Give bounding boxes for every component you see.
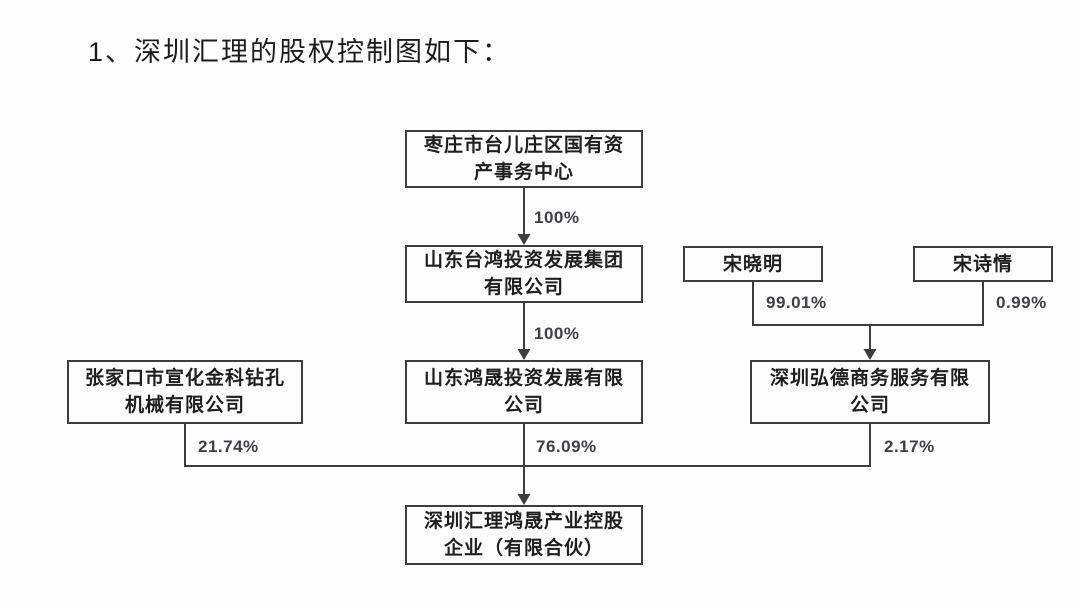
node-text-line: 公司 <box>503 395 544 416</box>
node-shandong-hongsheng: 山东鸿晟投资发展有限 公司 <box>405 360 643 424</box>
node-song-shiqing: 宋诗情 <box>913 246 1053 282</box>
node-song-xiaoming: 宋晓明 <box>683 246 823 282</box>
node-text-line: 有限公司 <box>483 277 564 298</box>
edge-label-hongde: 2.17% <box>884 437 935 456</box>
node-text-line: 山东鸿晟投资发展有限 <box>423 368 624 389</box>
arrow-down-icon <box>517 349 531 360</box>
node-text-line: 深圳汇理鸿晟产业控股 <box>423 511 624 532</box>
node-shandong-taihong: 山东台鸿投资发展集团 有限公司 <box>405 245 643 303</box>
edge-label-zaozhuang-taihong: 100% <box>534 208 580 227</box>
edge-label-zhangjiakou: 21.74% <box>198 437 259 456</box>
node-text-line: 深圳弘德商务服务有限 <box>769 368 970 389</box>
node-text-line: 产事务中心 <box>473 162 574 183</box>
edge-label-song-xiaoming: 99.01% <box>766 293 827 312</box>
arrow-down-icon <box>863 349 877 360</box>
arrow-down-icon <box>517 494 531 505</box>
node-zhangjiakou-jinke: 张家口市宣化金科钻孔 机械有限公司 <box>67 360 303 424</box>
node-text-line: 机械有限公司 <box>124 395 245 416</box>
node-text-line: 公司 <box>849 395 890 416</box>
node-shenzhen-huili-hongsheng: 深圳汇理鸿晟产业控股 企业（有限合伙） <box>405 505 643 565</box>
edge-label-hongsheng: 76.09% <box>536 437 597 456</box>
node-text-line: 宋晓明 <box>722 253 783 275</box>
node-text-line: 宋诗情 <box>952 253 1013 275</box>
arrow-down-icon <box>517 234 531 245</box>
node-text-line: 枣庄市台儿庄区国有资 <box>423 135 624 156</box>
node-zaozhuang-sasac: 枣庄市台儿庄区国有资 产事务中心 <box>405 130 643 188</box>
node-text-line: 企业（有限合伙） <box>443 538 604 559</box>
node-text-line: 张家口市宣化金科钻孔 <box>84 368 285 389</box>
node-shenzhen-hongde: 深圳弘德商务服务有限 公司 <box>750 360 990 424</box>
edge-label-song-shiqing: 0.99% <box>996 293 1047 312</box>
page-title: 1、深圳汇理的股权控制图如下： <box>88 37 512 67</box>
node-text-line: 山东台鸿投资发展集团 <box>423 250 624 271</box>
edge-label-taihong-hongsheng: 100% <box>534 324 580 343</box>
